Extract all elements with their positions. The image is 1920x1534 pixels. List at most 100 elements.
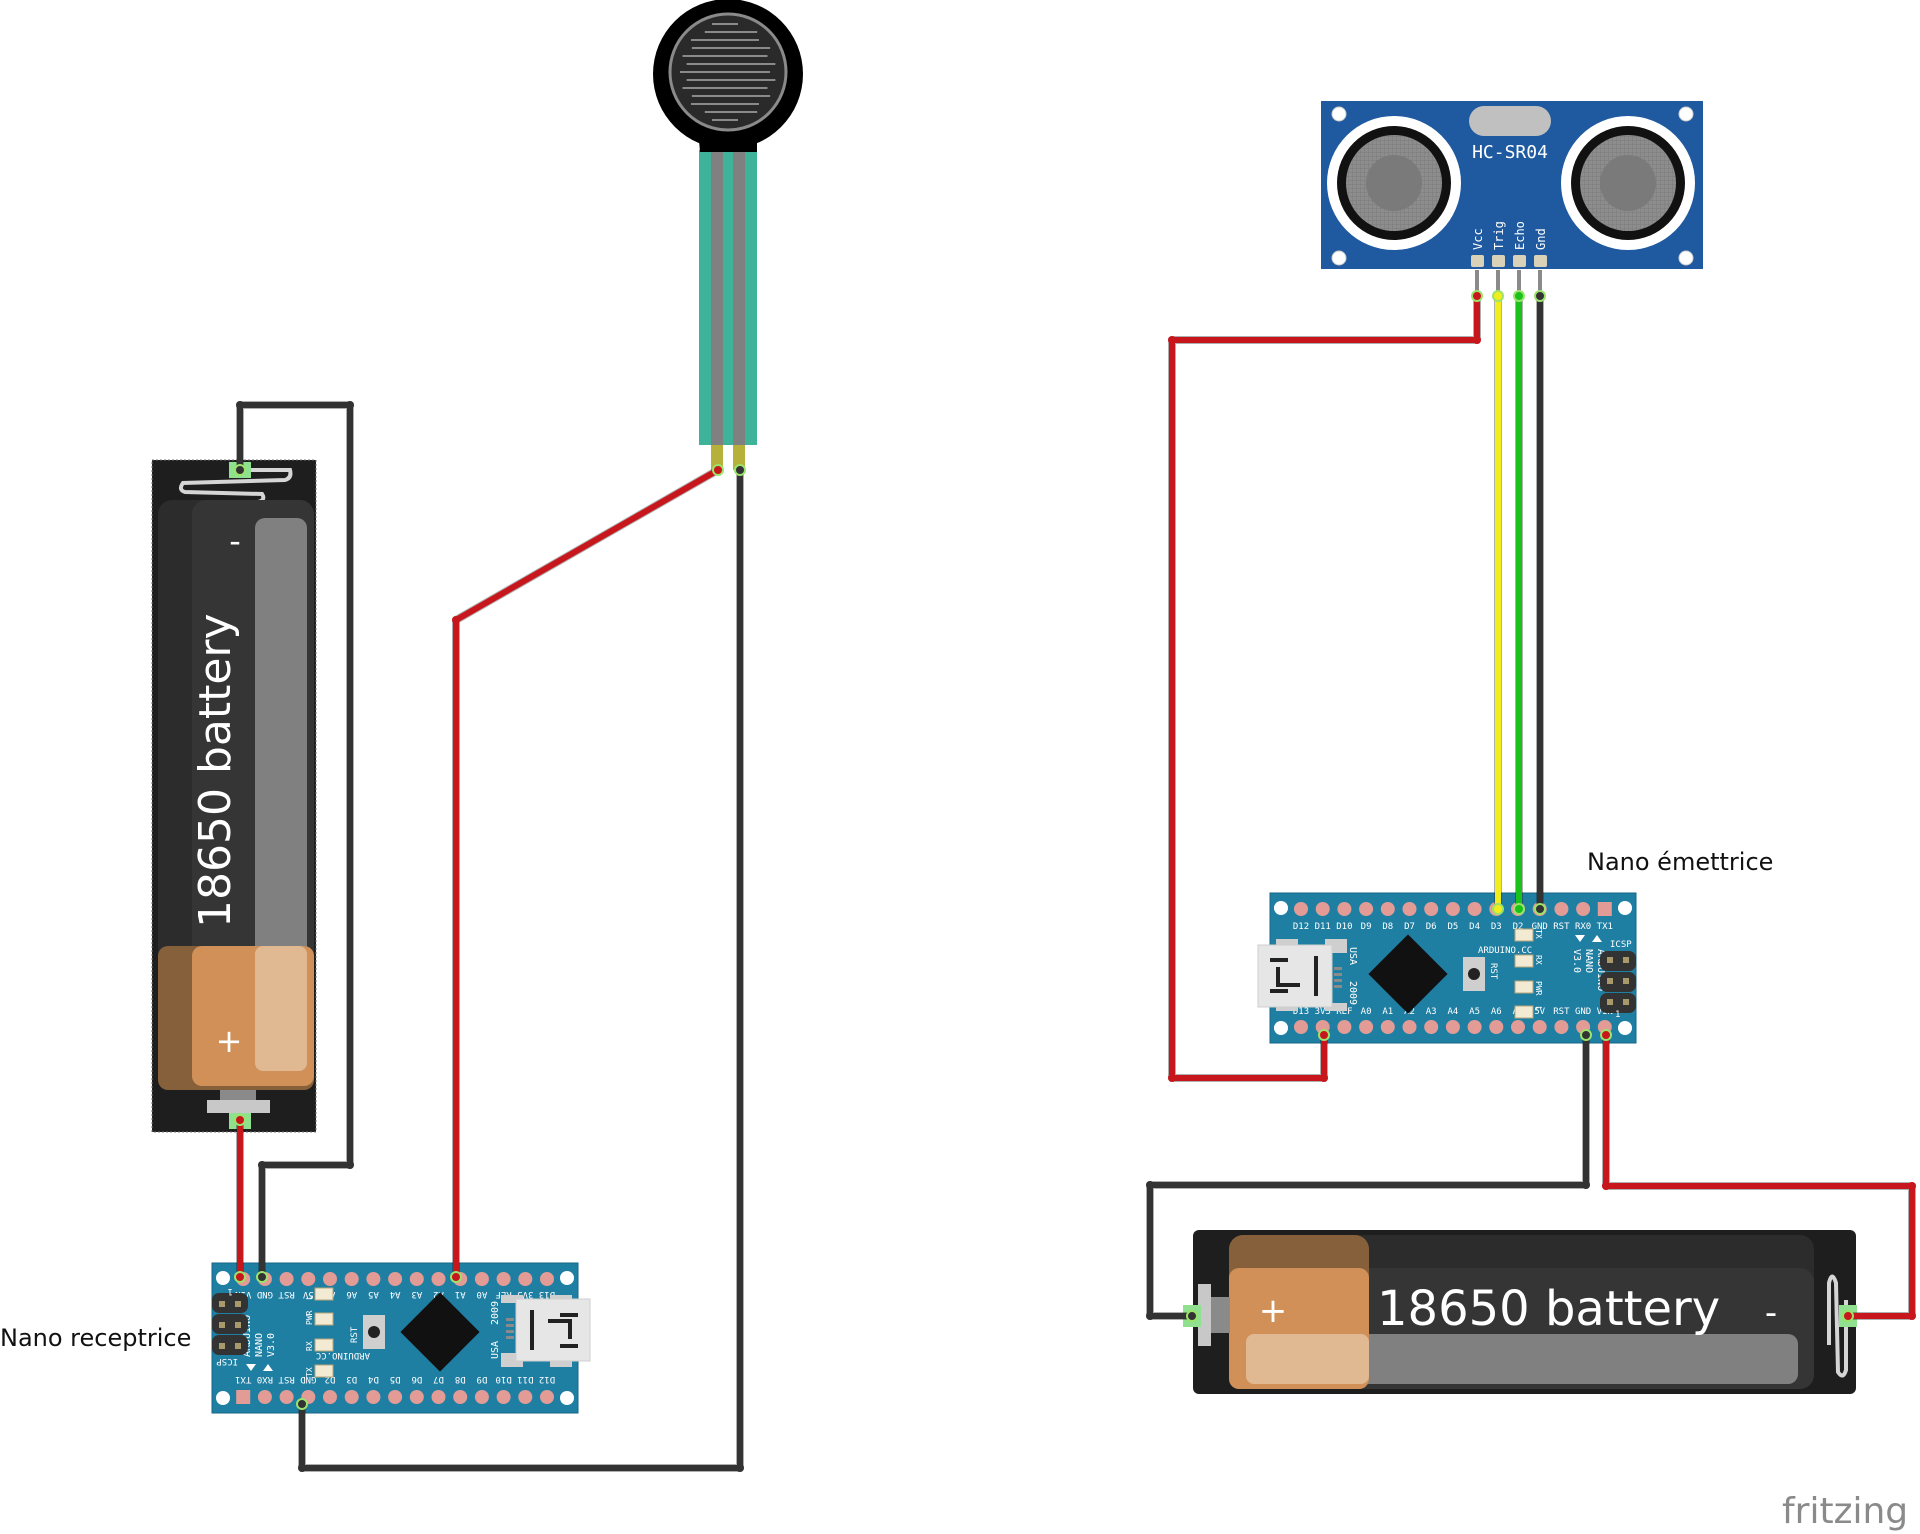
pin-pad[interactable] (1337, 902, 1352, 916)
wire-endpoint[interactable] (1318, 1029, 1330, 1041)
pin-pad[interactable] (431, 1390, 446, 1404)
pin-pad[interactable] (474, 1390, 489, 1404)
hc-pin-leg[interactable] (1475, 270, 1479, 296)
wire-bendpoint[interactable] (1168, 1074, 1176, 1082)
pin-pad[interactable] (1294, 902, 1308, 916)
wire-bendpoint[interactable] (1908, 1312, 1916, 1320)
pin-pad[interactable] (1554, 902, 1569, 916)
wire-bendpoint[interactable] (452, 616, 460, 624)
pin-pad[interactable] (409, 1390, 424, 1404)
wire-bendpoint[interactable] (1602, 1182, 1610, 1190)
pin-pad[interactable] (257, 1390, 272, 1404)
nano-receiver-board[interactable]: D12D11D10D9D8D7D6D5D4D3D2GNDRSTRX0TX1D13… (211, 1262, 591, 1414)
wire-endpoint[interactable] (1513, 290, 1525, 302)
hc-pin-leg[interactable] (1538, 270, 1542, 296)
pin-pad[interactable] (1402, 902, 1417, 916)
pin-pad[interactable] (366, 1390, 381, 1404)
wire-bendpoint[interactable] (1320, 1074, 1328, 1082)
receiver-battery[interactable]: 18650 battery + - (151, 459, 317, 1133)
pin-pad[interactable] (474, 1272, 489, 1286)
pin-pad[interactable] (1597, 902, 1612, 916)
pin-pad[interactable] (540, 1390, 554, 1404)
pin-pad[interactable] (1424, 1020, 1439, 1034)
wire-bendpoint[interactable] (1908, 1182, 1916, 1190)
pin-pad[interactable] (1467, 902, 1482, 916)
wire-endpoint[interactable] (1492, 903, 1504, 915)
wire-bendpoint[interactable] (1146, 1181, 1154, 1189)
pin-pad[interactable] (323, 1272, 337, 1286)
wire-endpoint[interactable] (1580, 1029, 1592, 1041)
wire-bendpoint[interactable] (236, 401, 244, 409)
wire-endpoint[interactable] (296, 1398, 308, 1410)
wire-endpoint[interactable] (1186, 1310, 1198, 1322)
pin-pad[interactable] (279, 1390, 294, 1404)
wire-fsr-to-a1[interactable] (453, 467, 721, 1280)
pin-pad[interactable] (409, 1272, 424, 1286)
pin-pad[interactable] (366, 1272, 381, 1286)
pin-pad[interactable] (1380, 902, 1395, 916)
wire-endpoint[interactable] (1600, 1029, 1612, 1041)
wire-endpoint[interactable] (1471, 290, 1483, 302)
pin-pad[interactable] (1294, 1020, 1308, 1034)
pin-pad[interactable] (1554, 1020, 1569, 1034)
pin-pad[interactable] (1467, 1020, 1482, 1034)
wire-bendpoint[interactable] (346, 1161, 354, 1169)
pin-pad[interactable] (1337, 1020, 1352, 1034)
pin-pad[interactable] (1359, 1020, 1374, 1034)
pin-pad[interactable] (518, 1272, 533, 1286)
wire-bendpoint[interactable] (1473, 336, 1481, 344)
wire-fsr-to-gnd[interactable] (299, 467, 743, 1471)
pin-pad[interactable] (453, 1390, 468, 1404)
pin-pad[interactable] (540, 1272, 554, 1286)
pin-pad[interactable] (1402, 1020, 1417, 1034)
wire-endpoint[interactable] (1842, 1310, 1854, 1322)
wire-endpoint[interactable] (1534, 903, 1546, 915)
pin-pad[interactable] (1424, 902, 1439, 916)
wire-vcc-to-3v3[interactable] (1169, 293, 1480, 1081)
wire-endpoint[interactable] (734, 464, 746, 476)
wire-bendpoint[interactable] (1168, 336, 1176, 344)
pin-pad[interactable] (496, 1390, 511, 1404)
pin-pad[interactable] (1532, 1020, 1547, 1034)
pin-pad[interactable] (344, 1390, 359, 1404)
pin-pad[interactable] (279, 1272, 294, 1286)
wire-endpoint[interactable] (1492, 290, 1504, 302)
hc-pin-leg[interactable] (1496, 270, 1500, 296)
wire-endpoint[interactable] (712, 464, 724, 476)
pin-pad[interactable] (1445, 1020, 1460, 1034)
pin-pad[interactable] (344, 1272, 359, 1286)
wire-endpoint[interactable] (234, 1271, 246, 1283)
hc-pin-leg[interactable] (1517, 270, 1521, 296)
pin-pad[interactable] (1380, 1020, 1395, 1034)
wire-bendpoint[interactable] (1146, 1312, 1154, 1320)
wire-endpoint[interactable] (1513, 903, 1525, 915)
pin-pad[interactable] (301, 1272, 316, 1286)
emitter-battery[interactable]: 18650 battery + - (1183, 1230, 1857, 1394)
icsp-header[interactable] (1600, 951, 1636, 1013)
wire-bendpoint[interactable] (258, 1161, 266, 1169)
pin-pad[interactable] (388, 1390, 403, 1404)
wire-endpoint[interactable] (234, 464, 246, 476)
wire-bendpoint[interactable] (346, 401, 354, 409)
icsp-header[interactable] (212, 1293, 248, 1355)
wire-endpoint[interactable] (1534, 290, 1546, 302)
pin-pad[interactable] (1445, 902, 1460, 916)
wire-battery-minus-to-gnd[interactable] (237, 402, 353, 1280)
pin-pad[interactable] (236, 1390, 251, 1404)
pin-pad[interactable] (1315, 902, 1330, 916)
pin-pad[interactable] (496, 1272, 511, 1286)
pin-pad[interactable] (1489, 1020, 1504, 1034)
pin-pad[interactable] (431, 1272, 446, 1286)
pin-pad[interactable] (1576, 902, 1591, 916)
wire-bendpoint[interactable] (298, 1464, 306, 1472)
pin-pad[interactable] (518, 1390, 533, 1404)
wire-endpoint[interactable] (256, 1271, 268, 1283)
pin-pad[interactable] (388, 1272, 403, 1286)
wire-bendpoint[interactable] (1582, 1181, 1590, 1189)
force-sensor[interactable] (653, 0, 803, 470)
wire-endpoint[interactable] (450, 1271, 462, 1283)
wire-bendpoint[interactable] (736, 1464, 744, 1472)
pin-pad[interactable] (1511, 1020, 1525, 1034)
